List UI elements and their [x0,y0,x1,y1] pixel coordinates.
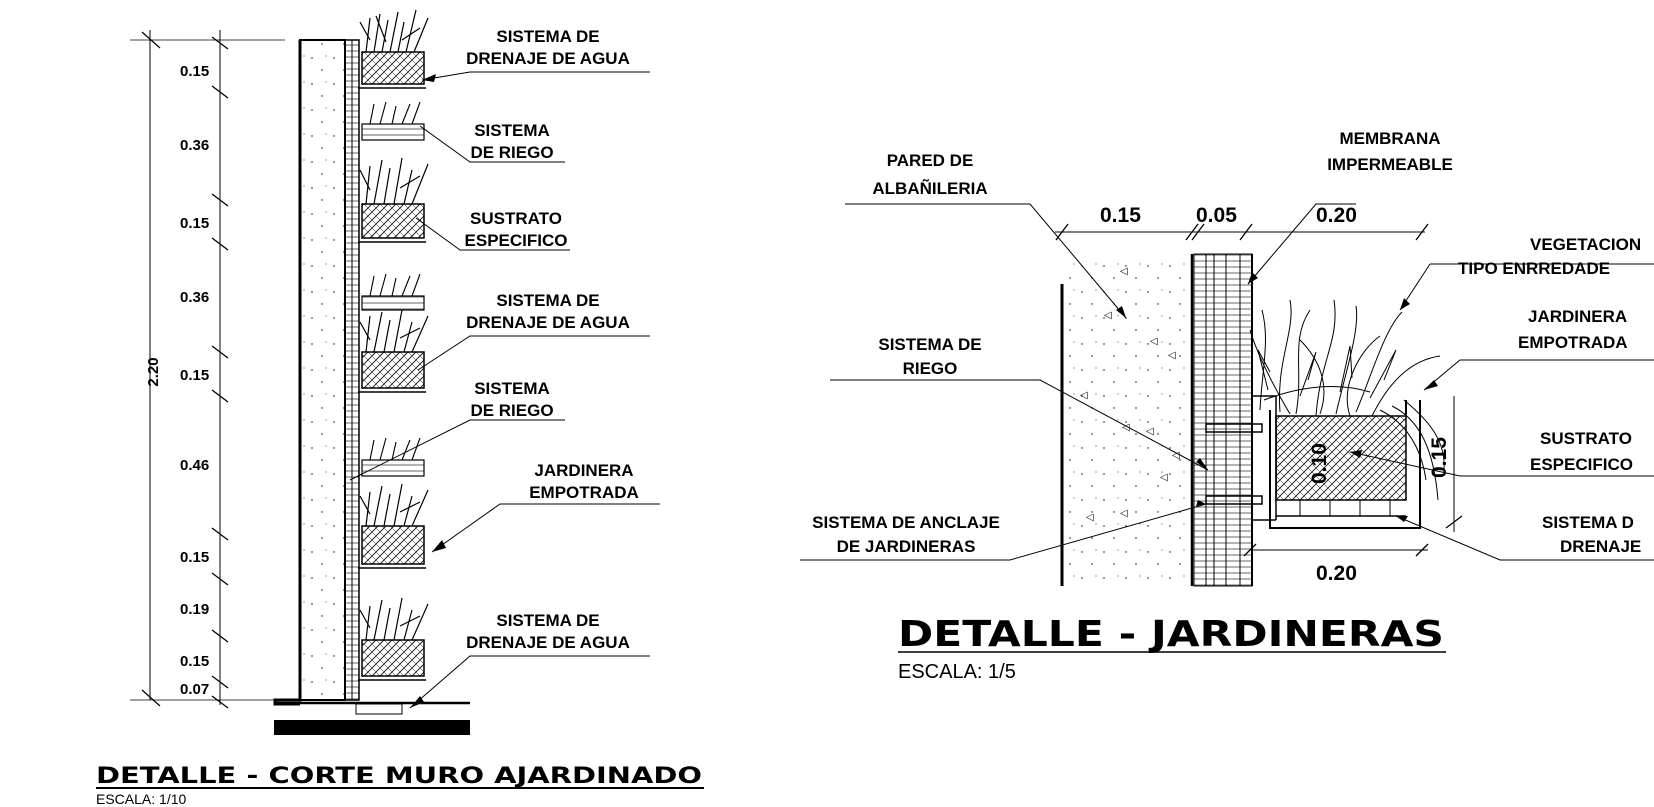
left-label-drainage-2b: DRENAJE DE AGUA [466,313,630,332]
svg-text:◁: ◁ [1150,336,1158,347]
right-label-anchor-a: SISTEMA DE ANCLAJE [812,513,1000,532]
right-label-substrate-a: SUSTRATO [1540,429,1632,448]
left-detail-scale: ESCALA: 1/10 [96,791,186,807]
right-dim-membrane: 0.05 [1196,204,1237,227]
svg-text:◁: ◁ [1160,472,1168,483]
right-label-vegetation-a: VEGETACION [1530,235,1641,254]
left-label-irrigation-2a: SISTEMA [474,379,550,398]
right-detail-scale: ESCALA: 1/5 [898,661,1016,683]
left-label-drainage-1b: DRENAJE DE AGUA [466,49,630,68]
left-planter-5 [358,597,429,681]
svg-text:◁: ◁ [1122,422,1130,433]
right-label-anchor-b: DE JARDINERAS [837,537,976,556]
left-detail: 2.20 0.15 0.36 0.15 0.36 0.15 0.46 0.15 … [96,9,704,807]
right-dim-planter-bottom: 0.20 [1316,562,1357,585]
left-dim-4: 0.15 [180,367,209,384]
right-label-planter-b: EMPOTRADA [1518,333,1628,352]
right-dim-planter-depth: 0.10 [1308,443,1331,484]
left-dim-9: 0.07 [180,681,209,698]
left-label-irrigation-2b: DE RIEGO [470,401,553,420]
right-masonry-wall [1062,254,1192,586]
right-vegetation [1249,299,1445,501]
left-dim-8: 0.15 [180,653,209,670]
left-total-height: 2.20 [145,357,162,386]
right-dim-wall: 0.15 [1100,204,1141,227]
right-label-wall-a: PARED DE [887,151,974,170]
right-dim-planter-height: 0.15 [1428,437,1451,478]
left-label-planter-a: JARDINERA [534,461,633,480]
svg-text:◁: ◁ [1120,266,1128,277]
svg-text:◁: ◁ [1120,508,1128,519]
right-label-wall-b: ALBAÑILERIA [872,178,987,198]
right-label-planter-a: JARDINERA [1528,307,1627,326]
left-label-drainage-3b: DRENAJE DE AGUA [466,633,630,652]
svg-text:◁: ◁ [1172,450,1180,461]
right-label-irrigation-a: SISTEMA DE [878,335,981,354]
left-label-substrate-a: SUSTRATO [470,209,562,228]
left-irrigation-1 [361,101,425,141]
left-base-slab [274,720,470,735]
left-planter-4 [358,483,429,569]
left-label-drainage-1a: SISTEMA DE [496,27,599,46]
right-membrane [1193,253,1253,587]
left-planter-2 [358,157,429,243]
left-planter-3 [358,309,429,393]
right-detail: 0.15 0.05 0.20 ◁ ◁ ◁ ◁ ◁ ◁ ◁ ◁ ◁ ◁ ◁ [800,129,1654,683]
right-label-membrane-b: IMPERMEABLE [1327,155,1453,174]
left-label-substrate-b: ESPECIFICO [465,231,568,250]
svg-text:◁: ◁ [1080,390,1088,401]
right-planter [1269,400,1421,529]
svg-text:◁: ◁ [1146,426,1154,437]
right-label-irrigation-b: RIEGO [903,359,958,378]
svg-text:◁: ◁ [1086,512,1094,523]
right-label-vegetation-b: TIPO ENRREDADE [1458,259,1610,278]
right-label-membrane-a: MEMBRANA [1339,129,1440,148]
left-label-planter-b: EMPOTRADA [529,483,639,502]
left-dim-7: 0.19 [180,601,209,618]
right-detail-title: DETALLE - JARDINERAS [898,614,1444,655]
left-detail-title: DETALLE - CORTE MURO AJARDINADO [96,764,702,789]
left-dim-0: 0.15 [180,63,209,80]
left-label-irrigation-1b: DE RIEGO [470,143,553,162]
left-label-drainage-2a: SISTEMA DE [496,291,599,310]
left-dim-5: 0.46 [180,457,209,474]
svg-text:◁: ◁ [1168,350,1176,361]
left-dim-6: 0.15 [180,549,209,566]
right-label-substrate-b: ESPECIFICO [1530,455,1633,474]
left-planter-1 [358,9,429,89]
left-label-drainage-3a: SISTEMA DE [496,611,599,630]
left-dim-3: 0.36 [180,289,209,306]
svg-text:◁: ◁ [1104,310,1112,321]
right-dim-planter-top: 0.20 [1316,204,1357,227]
left-label-irrigation-1a: SISTEMA [474,121,550,140]
right-label-drainage-b: DRENAJE [1560,537,1641,556]
left-irrigation-2 [361,273,425,311]
left-masonry-wall [299,39,346,701]
left-dim-1: 0.36 [180,137,209,154]
left-dim-2: 0.15 [180,215,209,232]
left-irrigation-3 [361,437,425,477]
right-label-drainage-a: SISTEMA D [1542,513,1634,532]
